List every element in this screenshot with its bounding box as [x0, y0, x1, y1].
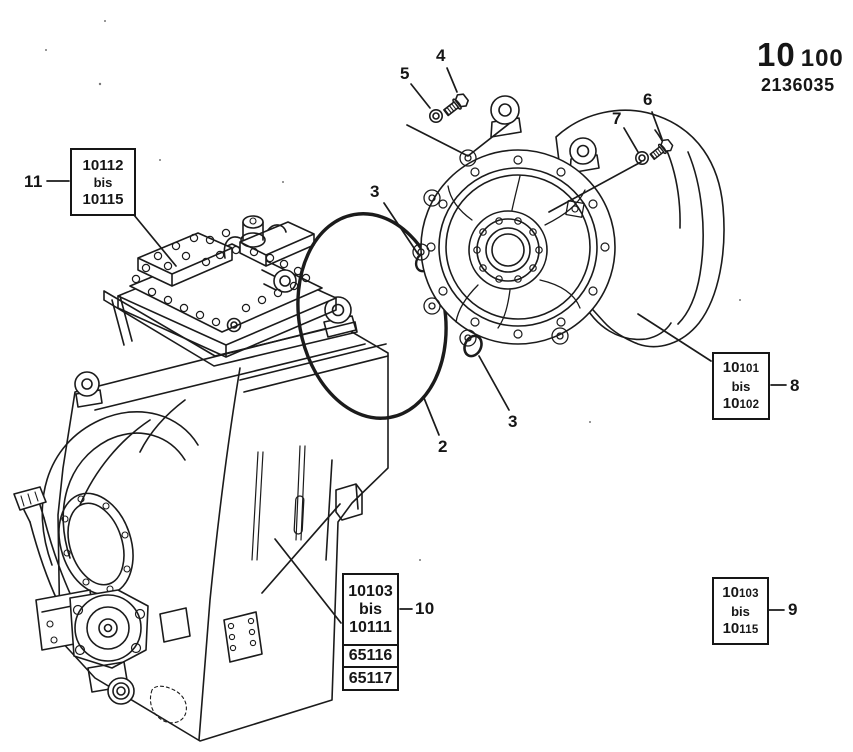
ref-box-10-row3-prefix: 65 [348, 669, 367, 687]
ref-box-10-row2-prefix: 65 [348, 647, 367, 664]
scan-speckles [45, 20, 741, 561]
ref-box-8-line3-suffix: 102 [739, 398, 760, 411]
ref-box-10-row2-suffix: 116 [366, 647, 393, 664]
ref-box-10-line3-suffix: 111 [366, 618, 392, 636]
ref-box-8-line3-prefix: 10 [722, 394, 740, 412]
pump [69, 589, 149, 693]
leader-lines [46, 67, 787, 624]
ref-box-9-line3-suffix: 115 [739, 623, 759, 636]
callout-2[interactable]: 2 [438, 437, 448, 456]
callout-6[interactable]: 6 [643, 90, 653, 109]
drain-plug [107, 677, 135, 705]
callout-3-upper[interactable]: 3 [370, 182, 380, 201]
lifting-eye-rear [323, 296, 357, 338]
callout-9[interactable]: 9 [788, 600, 798, 619]
ref-box-9-line3-prefix: 10 [722, 619, 740, 637]
ref-box-11-line2: bis [93, 174, 113, 190]
callout-4[interactable]: 4 [436, 46, 446, 65]
ref-box-8-line2: bis [731, 378, 751, 394]
page-code: 100 [800, 45, 844, 72]
converter-housing-illustration [412, 95, 725, 348]
ref-box-10-row2-text: 65116 [349, 647, 393, 665]
ref-box-10-row3-suffix: 117 [366, 669, 393, 687]
ref-box-11-line3: 10115 [82, 190, 124, 208]
ref-box-10-line1-prefix: 10 [348, 582, 367, 600]
page-header: 10 100 2136035 [757, 36, 849, 96]
ref-box-8-line1-suffix: 101 [739, 362, 760, 375]
ref-box-9-line2: bis [731, 603, 750, 619]
bolt-item4 [443, 93, 469, 117]
document-number: 2136035 [761, 75, 835, 95]
ref-box-10-line2: bis [358, 600, 383, 618]
callout-8[interactable]: 8 [790, 376, 800, 395]
callout-5[interactable]: 5 [400, 64, 410, 83]
callout-11[interactable]: 11 [24, 172, 43, 191]
ref-box-10-line3: 10111 [349, 619, 392, 637]
callout-7[interactable]: 7 [612, 109, 622, 128]
ref-box-11-line1: 10112 [82, 156, 124, 174]
ref-box-10-row3[interactable]: 65117 [342, 666, 399, 691]
housing-lifting-eyes [490, 95, 600, 174]
ref-box-11[interactable]: 10112 bis 10115 [70, 148, 136, 216]
ref-box-10[interactable]: 10103 bis 10111 65116 65117 [342, 573, 399, 691]
bolt-item6 [649, 138, 674, 161]
ref-box-8-line1-prefix: 10 [722, 358, 740, 376]
ref-box-10-row2[interactable]: 65116 [342, 643, 399, 669]
control-valve-body [103, 215, 358, 367]
ref-box-10-row3-text: 65117 [349, 670, 393, 688]
ref-box-10-main: 10103 bis 10111 [342, 573, 399, 646]
callout-10[interactable]: 10 [415, 599, 435, 618]
ref-box-9-line1-suffix: 103 [738, 587, 759, 600]
washer-item5 [428, 109, 443, 124]
page-code-line: 10 100 [757, 36, 849, 74]
o-ring-small-lower [463, 334, 483, 358]
ref-box-10-line1-suffix: 103 [366, 582, 393, 600]
ref-box-10-line3-prefix: 10 [349, 618, 367, 636]
washer-item7 [634, 151, 649, 166]
transmission-illustration [13, 215, 389, 742]
ref-box-10-line1: 10103 [348, 583, 393, 601]
ref-box-9-line1-prefix: 10 [722, 583, 739, 601]
lifting-eye-front [74, 371, 103, 408]
callout-3-lower[interactable]: 3 [508, 412, 518, 431]
group-code: 10 [757, 36, 796, 73]
